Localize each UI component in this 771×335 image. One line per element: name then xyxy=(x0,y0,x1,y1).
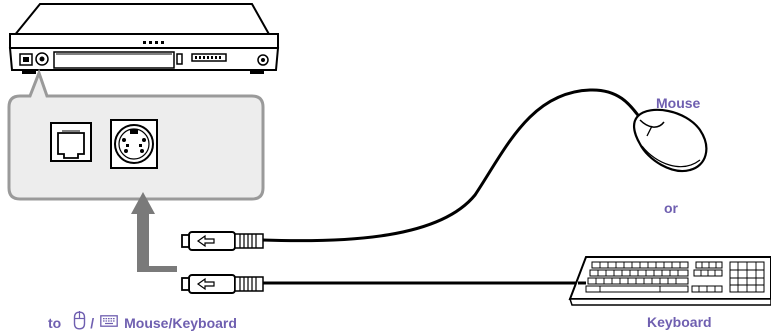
keyboard-label: Keyboard xyxy=(647,314,712,330)
keyboard-symbol-icon xyxy=(100,314,118,332)
mouse-plug xyxy=(181,231,264,251)
keyboard-device xyxy=(568,256,771,306)
slash-label: / xyxy=(90,315,95,331)
mouse-symbol-icon xyxy=(73,311,86,335)
or-label: or xyxy=(664,200,678,216)
ps2-port-icon xyxy=(110,119,158,169)
mouse-label: Mouse xyxy=(656,95,701,111)
connection-arrow xyxy=(131,192,177,272)
port-callout xyxy=(7,68,265,201)
mouse-device xyxy=(633,108,708,173)
to-label: to xyxy=(48,315,62,331)
port-label: Mouse/Keyboard xyxy=(124,315,237,331)
modular-port-icon xyxy=(50,122,92,162)
keyboard-plug xyxy=(181,274,264,294)
mouse-cable xyxy=(261,88,642,243)
port-caption: to / Mouse/Keyboard xyxy=(48,311,237,335)
notebook-computer xyxy=(8,3,280,74)
